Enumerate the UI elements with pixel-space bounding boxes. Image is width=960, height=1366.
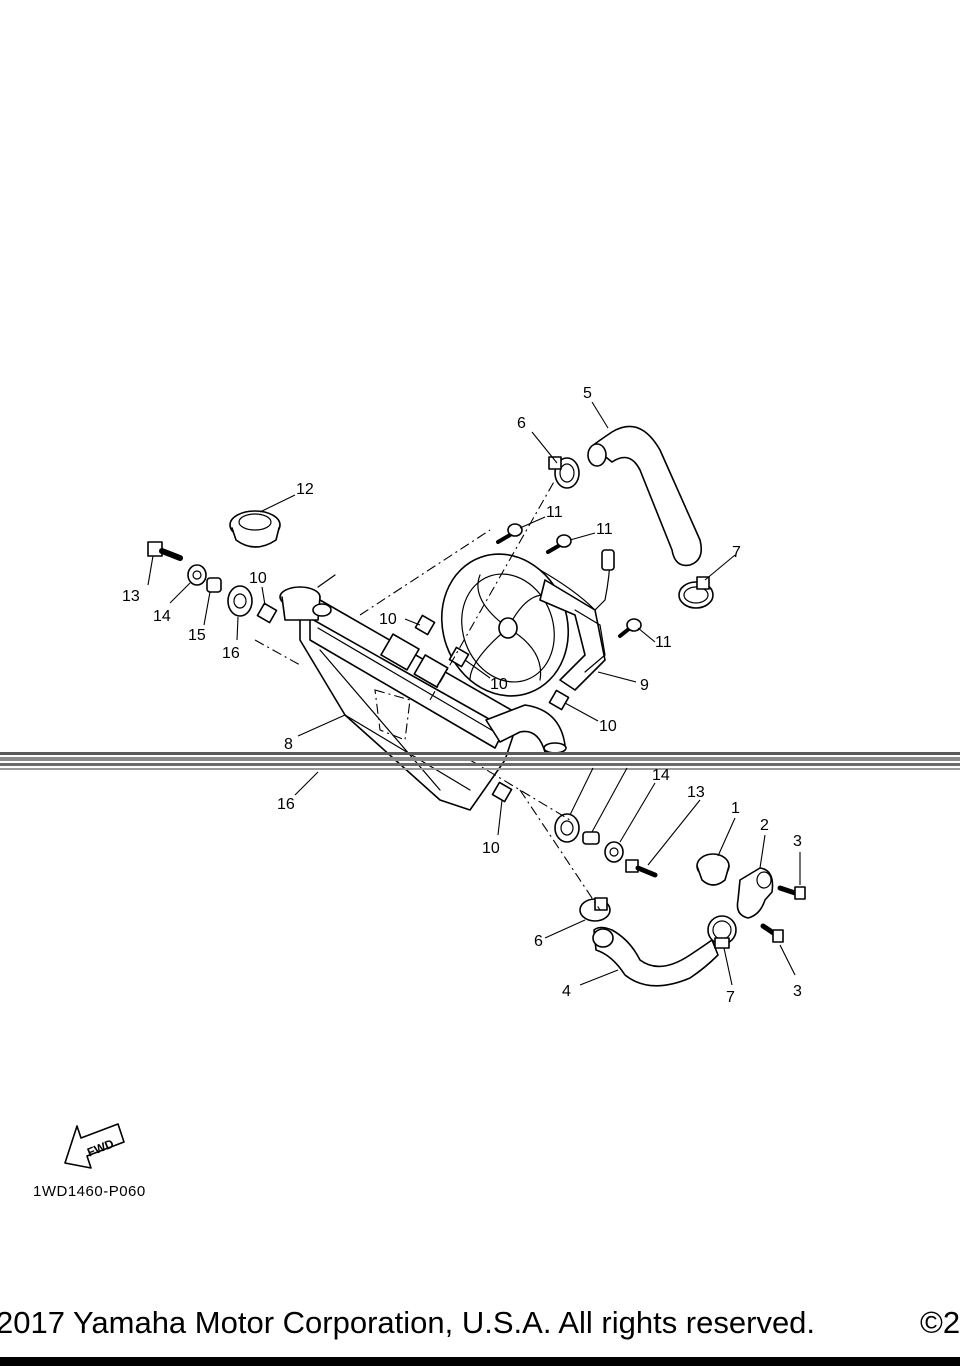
callout-14: 14 bbox=[153, 608, 171, 625]
callout-16: 16 bbox=[222, 645, 240, 662]
screw-icon bbox=[496, 523, 523, 544]
copyright-text: 2017 Yamaha Motor Corporation, U.S.A. Al… bbox=[0, 1305, 816, 1340]
assembly-lines bbox=[254, 479, 601, 911]
washer-icon bbox=[604, 841, 624, 863]
screw-icon bbox=[546, 534, 572, 554]
screw-icon bbox=[618, 618, 642, 638]
callout-13: 13 bbox=[122, 588, 140, 605]
callout-7: 7 bbox=[732, 544, 741, 561]
thermostat-icon bbox=[696, 853, 730, 886]
hose-clamp-icon bbox=[707, 915, 737, 949]
radiator-cap-icon bbox=[229, 510, 281, 548]
callout-labels: 5 6 12 11 11 7 10 13 14 15 16 10 11 10 9… bbox=[122, 385, 802, 1006]
callout-10: 10 bbox=[482, 840, 500, 857]
clip-nut-icon bbox=[548, 689, 570, 711]
callout-9: 9 bbox=[640, 677, 649, 694]
thermostat-housing bbox=[736, 867, 774, 919]
callout-14: 14 bbox=[652, 767, 670, 784]
callout-5: 5 bbox=[583, 385, 592, 402]
clip-nut-icon bbox=[414, 614, 436, 636]
callout-12: 12 bbox=[296, 481, 314, 498]
bolt-icon bbox=[760, 923, 784, 943]
fwd-arrow-icon: FWD bbox=[64, 1123, 125, 1169]
filler-neck bbox=[279, 574, 336, 621]
upper-hose bbox=[587, 425, 703, 567]
callout-4: 4 bbox=[562, 983, 571, 1000]
fan-assembly bbox=[440, 549, 615, 697]
lower-hose bbox=[592, 926, 719, 987]
bottom-rule bbox=[0, 1357, 960, 1366]
collar-icon bbox=[582, 831, 600, 845]
copyright-mark: ©2 bbox=[920, 1305, 960, 1340]
clip-nut-icon bbox=[256, 602, 278, 624]
callout-16: 16 bbox=[277, 796, 295, 813]
bolt-icon bbox=[777, 885, 806, 900]
reference-code: 1WD1460-P060 bbox=[33, 1183, 146, 1200]
callout-11: 11 bbox=[655, 634, 672, 651]
callout-11: 11 bbox=[596, 521, 613, 538]
callout-10: 10 bbox=[379, 611, 397, 628]
collar-icon bbox=[206, 577, 222, 593]
callout-3: 3 bbox=[793, 983, 802, 1000]
callout-10: 10 bbox=[599, 718, 617, 735]
callout-15: 15 bbox=[188, 627, 206, 644]
callout-1: 1 bbox=[731, 800, 740, 817]
hose-clamp-icon bbox=[579, 897, 611, 922]
hose-clamp-icon bbox=[678, 576, 714, 609]
grommet-icon bbox=[227, 585, 253, 617]
washer-icon bbox=[187, 564, 207, 586]
clip-nut-icon bbox=[491, 781, 513, 803]
callout-7: 7 bbox=[726, 989, 735, 1006]
callout-8: 8 bbox=[284, 736, 293, 753]
callout-10: 10 bbox=[490, 676, 508, 693]
bolt-icon bbox=[147, 541, 183, 561]
callout-2: 2 bbox=[760, 817, 769, 834]
callout-3: 3 bbox=[793, 833, 802, 850]
bolt-icon bbox=[625, 859, 658, 878]
leader-lines bbox=[147, 401, 801, 986]
callout-13: 13 bbox=[687, 784, 705, 801]
callout-6: 6 bbox=[517, 415, 526, 432]
grommet-icon bbox=[554, 813, 580, 843]
scan-artifact-band bbox=[0, 752, 960, 770]
callout-11: 11 bbox=[546, 504, 563, 521]
callout-10: 10 bbox=[249, 570, 267, 587]
hose-clamp-icon bbox=[548, 456, 580, 489]
callout-6: 6 bbox=[534, 933, 543, 950]
